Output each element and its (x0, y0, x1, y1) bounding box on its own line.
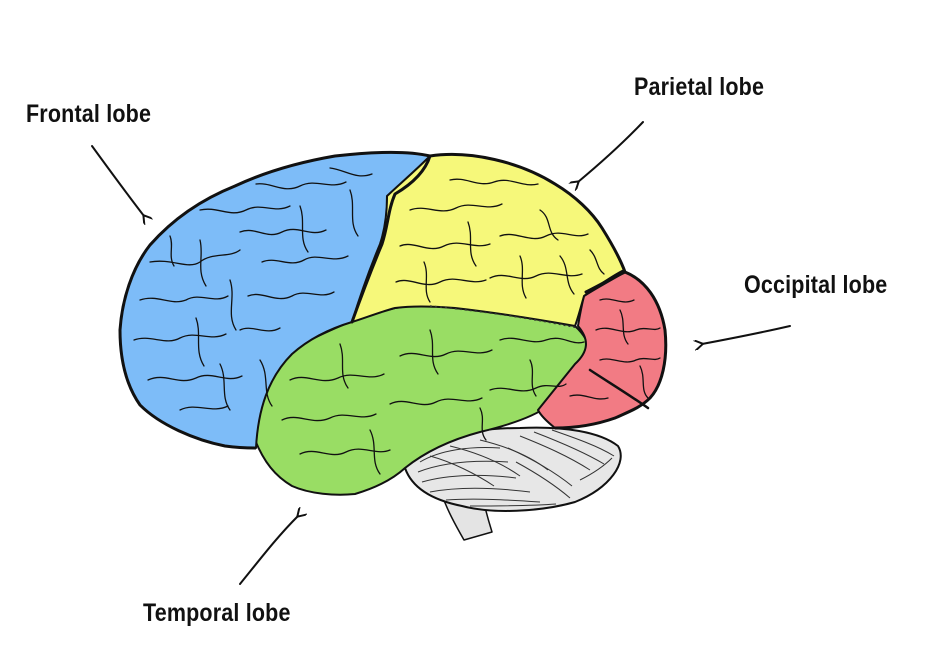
occipital-lobe-arrow (702, 325, 791, 344)
frontal-lobe-arrow (91, 145, 144, 216)
brain-outline (429, 152, 668, 430)
occipital-fissure (588, 368, 650, 410)
temporal-lobe-label: Temporal lobe (143, 599, 291, 627)
central-sulcus (350, 154, 432, 324)
parietal-lobe-arrow (578, 121, 644, 182)
brain-gyri-lines (133, 167, 661, 475)
parietal-lobe-label: Parietal lobe (634, 73, 765, 101)
parieto-occipital-boundary (584, 270, 627, 294)
occipital-lobe-label: Occipital lobe (744, 271, 888, 299)
frontal-lobe-label: Frontal lobe (26, 100, 152, 128)
cerebellum (404, 426, 622, 512)
temporal-lobe-arrow (239, 516, 298, 585)
